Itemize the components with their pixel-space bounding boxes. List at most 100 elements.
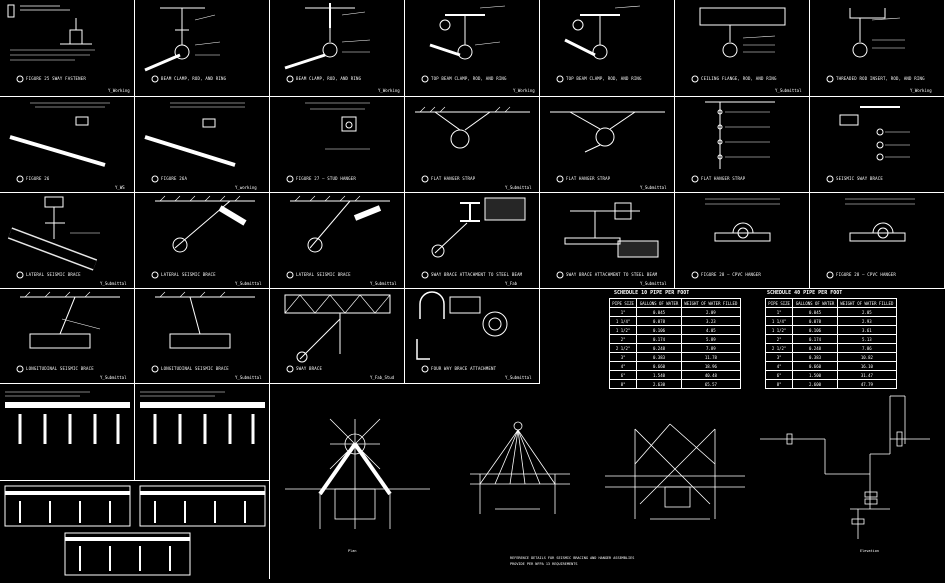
table-cell: 1 1/4" xyxy=(764,316,794,326)
detail-sway-brace-steel-1: SWAY BRACE ATTACHMENT TO STEEL BEAM Y_Fa… xyxy=(405,193,540,289)
table-cell: 2.05 xyxy=(836,307,898,317)
schedule-40-title: SCHEDULE 40 PIPE PER FOOT xyxy=(767,290,843,296)
detail-caption: FLAT HANGER STRAP xyxy=(566,176,611,181)
detail-caption: BEAM CLAMP, ROD, AND RING xyxy=(161,76,227,81)
table-cell: 0.078 xyxy=(636,316,682,326)
plan-label: Plan xyxy=(348,549,357,553)
table-header-cell: WEIGHT OF WATER FILLED xyxy=(680,298,742,308)
table-cell: 3.23 xyxy=(680,316,742,326)
table-cell: 1" xyxy=(764,307,794,317)
detail-drawing xyxy=(286,102,370,183)
detail-four-way-brace: FOUR WAY BRACE ATTACHMENT Y_Submittal xyxy=(405,289,540,384)
detail-caption: TOP BEAM CLAMP, ROD, AND RING xyxy=(431,76,507,81)
detail-drawing xyxy=(826,8,905,83)
detail-caption: FOUR WAY BRACE ATTACHMENT xyxy=(431,366,497,371)
detail-caption: LATERAL SEISMIC BRACE xyxy=(26,272,81,277)
detail-drawing xyxy=(691,101,775,183)
detail-top-beam-clamp-2: TOP BEAM CLAMP, ROD, AND RING xyxy=(540,0,675,97)
detail-caption: FIGURE 28 — CPVC HANGER xyxy=(836,272,896,277)
table-cell: 5.89 xyxy=(680,334,742,344)
table-cell: 31.47 xyxy=(836,370,898,380)
general-note-2: PROVIDE PER NFPA 13 REQUIREMENTS xyxy=(510,562,578,566)
detail-caption: SWAY BRACE xyxy=(296,366,323,371)
table-cell: 1 1/4" xyxy=(608,316,638,326)
detail-signature: Y_working xyxy=(235,185,257,190)
panel-drawing xyxy=(140,391,265,444)
detail-caption: BEAM CLAMP, ROD, AND RING xyxy=(296,76,362,81)
detail-signature: Y_WS xyxy=(115,185,125,190)
table-cell: 3" xyxy=(764,352,794,362)
detail-signature: Y_Submittal xyxy=(100,375,127,380)
detail-sway-brace-steel-2: SWAY BRACE ATTACHMENT TO STEEL BEAM Y_Su… xyxy=(540,193,675,289)
detail-drawing xyxy=(151,195,255,279)
detail-drawing xyxy=(144,102,245,183)
detail-drawing xyxy=(284,294,391,373)
detail-drawing xyxy=(556,202,659,279)
table-cell: 0.660 xyxy=(636,361,682,371)
table-cell: 0.383 xyxy=(792,352,838,362)
table-cell: 0.383 xyxy=(636,352,682,362)
table-cell: 2 1/2" xyxy=(764,343,794,353)
detail-figure-26a: FIGURE 26A Y_working xyxy=(135,97,270,193)
table-cell: 1 1/2" xyxy=(608,325,638,335)
table-header-cell: PIPE SIZE xyxy=(608,298,638,308)
panel-drawing xyxy=(4,485,266,576)
detail-caption: FIGURE 26A xyxy=(161,176,188,181)
table-cell: 0.248 xyxy=(636,343,682,353)
detail-signature: Y_Submittal xyxy=(370,281,397,286)
detail-caption: CEILING FLANGE, ROD, AND RING xyxy=(701,76,777,81)
detail-drawing xyxy=(550,111,665,183)
detail-signature: Y_Submittal xyxy=(640,185,667,190)
table-cell: 18.96 xyxy=(680,361,742,371)
detail-flat-strap-3: FLAT HANGER STRAP xyxy=(675,97,810,193)
general-note-1: REFERENCE DETAILS FOR SEISMIC BRACING AN… xyxy=(510,556,635,560)
detail-caption: SWAY BRACE ATTACHMENT TO STEEL BEAM xyxy=(566,272,658,277)
detail-lateral-brace-2: LATERAL SEISMIC BRACE Y_Submittal xyxy=(135,193,270,289)
detail-signature: Y_Submittal xyxy=(640,281,667,286)
detail-drawing xyxy=(416,291,508,373)
detail-signature: Y_Submittal xyxy=(505,375,532,380)
left-bottom-panel-2 xyxy=(135,384,270,481)
detail-sway-brace-truss: SWAY BRACE Y_Fab_Stud xyxy=(270,289,405,384)
table-cell: 0.045 xyxy=(636,307,682,317)
detail-longitudinal-brace-1: LONGITUDINAL SEISMIC BRACE Y_Submittal xyxy=(0,289,135,384)
detail-sway-fastener: FIGURE 25 SWAY FASTENER Y_Working xyxy=(0,0,135,97)
detail-caption: SWAY BRACE ATTACHMENT TO STEEL BEAM xyxy=(431,272,523,277)
detail-lateral-brace-1: LATERAL SEISMIC BRACE Y_Submittal xyxy=(0,193,135,289)
table-header-cell: GALLONS OF WATER xyxy=(636,298,682,308)
detail-drawing xyxy=(421,197,526,279)
detail-drawing xyxy=(286,195,390,279)
table-cell: 0.174 xyxy=(636,334,682,344)
elevation-label: Elevation xyxy=(860,549,879,553)
detail-caption: THREADED ROD INSERT, ROD, AND RING xyxy=(836,76,925,81)
detail-top-beam-clamp-1: TOP BEAM CLAMP, ROD, AND RING Y_Working xyxy=(405,0,540,97)
table-cell: 2.93 xyxy=(836,316,898,326)
table-cell: 4" xyxy=(608,361,638,371)
table-cell: 1 1/2" xyxy=(764,325,794,335)
detail-longitudinal-brace-2: LONGITUDINAL SEISMIC BRACE Y_Submittal xyxy=(135,289,270,384)
bottom-detail-area: Plan Elevation REFERENCE DETAILS FOR SEI… xyxy=(270,384,945,579)
detail-drawing xyxy=(9,102,110,183)
detail-drawing xyxy=(151,291,255,373)
detail-caption: FIGURE 26 xyxy=(26,176,50,181)
table-cell: 7.89 xyxy=(680,343,742,353)
detail-flat-strap-2: FLAT HANGER STRAP Y_Submittal xyxy=(540,97,675,193)
detail-cpvc-hanger-1: FIGURE 28 — CPVC HANGER xyxy=(675,193,810,289)
detail-cpvc-hanger-2: FIGURE 28 — CPVC HANGER xyxy=(810,193,945,289)
detail-signature: Y_Fab xyxy=(505,281,518,286)
table-cell: 0.045 xyxy=(792,307,838,317)
table-cell: 0.106 xyxy=(636,325,682,335)
table-cell: 0.106 xyxy=(792,325,838,335)
table-cell: 7.86 xyxy=(836,343,898,353)
table-cell: 0.174 xyxy=(792,334,838,344)
detail-signature: Y_Submittal xyxy=(235,281,262,286)
